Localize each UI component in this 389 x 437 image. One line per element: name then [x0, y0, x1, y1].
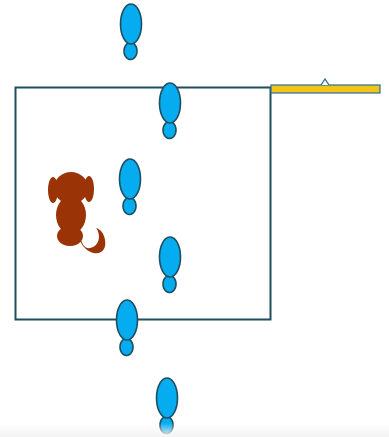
footprint-trail — [115, 3, 182, 435]
footprint-icon — [158, 236, 182, 294]
footprint-icon — [119, 3, 143, 61]
dog-icon[interactable] — [48, 172, 106, 254]
play-area-box — [14, 86, 272, 321]
footprint-icon — [115, 299, 139, 357]
footprint-icon — [155, 377, 179, 435]
footprint-icon — [118, 158, 142, 216]
footprint-icon — [158, 82, 182, 140]
door-bar[interactable] — [270, 77, 381, 94]
